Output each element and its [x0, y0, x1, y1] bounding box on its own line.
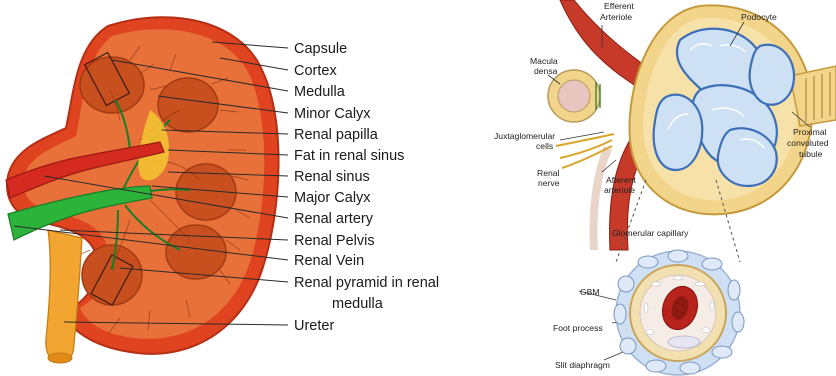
kidney-illustration	[6, 17, 279, 363]
label-macula-densa-cont: densa	[534, 66, 558, 76]
label-gbm: GBM	[580, 287, 600, 297]
label-efferent-cont: Arteriole	[600, 12, 632, 22]
label-juxtaglomerular-cont: cells	[536, 141, 553, 151]
label-minor-calyx: Minor Calyx	[294, 106, 371, 122]
label-cortex: Cortex	[294, 63, 337, 79]
ureter-opening	[48, 353, 72, 363]
label-glomerular-capillary: Glomerular capillary	[612, 228, 689, 238]
macula-densa	[548, 70, 600, 122]
label-renal-pyramid: Renal pyramid in renal	[294, 275, 439, 291]
label-foot-process: Foot process	[553, 323, 603, 333]
label-ureter: Ureter	[294, 318, 334, 334]
label-renal-nerve: Renal	[537, 168, 560, 178]
label-renal-nerve-cont: nerve	[538, 178, 560, 188]
label-medulla: Medulla	[294, 84, 346, 100]
arteriole-stripe	[590, 146, 612, 250]
endothelial-nucleus	[668, 336, 700, 348]
label-proximal-cont2: tubule	[799, 149, 823, 159]
label-renal-pelvis: Renal Pelvis	[294, 233, 375, 249]
label-renal-vein: Renal Vein	[294, 253, 364, 269]
label-proximal: Proximal	[793, 127, 827, 137]
label-renal-papilla: Renal papilla	[294, 127, 379, 143]
label-afferent: Afferent	[606, 175, 637, 185]
label-afferent-cont: arteriole	[604, 185, 635, 195]
label-renal-artery: Renal artery	[294, 211, 374, 227]
label-podocyte: Podocyte	[741, 12, 777, 22]
label-efferent: Efferent	[604, 1, 635, 11]
glomerular-capillary-section	[614, 250, 744, 375]
label-major-calyx: Major Calyx	[294, 190, 371, 206]
label-capsule: Capsule	[294, 41, 347, 57]
label-slit-diaphragm: Slit diaphragm	[555, 360, 610, 370]
kidney-labels: Capsule Cortex Medulla Minor Calyx Renal…	[294, 41, 439, 334]
label-renal-sinus: Renal sinus	[294, 169, 370, 185]
label-macula-densa: Macula	[530, 56, 558, 66]
label-proximal-cont1: convoluted	[787, 138, 829, 148]
renal-pyramid	[166, 225, 226, 279]
label-fat-in-renal-sinus: Fat in renal sinus	[294, 148, 404, 164]
glomerulus-illustration	[548, 0, 836, 250]
renal-pyramid	[82, 245, 142, 305]
ureter-vessel	[46, 230, 82, 362]
label-renal-pyramid-cont: medulla	[332, 296, 384, 312]
renal-pyramid	[80, 57, 144, 113]
label-juxtaglomerular: Juxtaglomerular	[494, 131, 555, 141]
